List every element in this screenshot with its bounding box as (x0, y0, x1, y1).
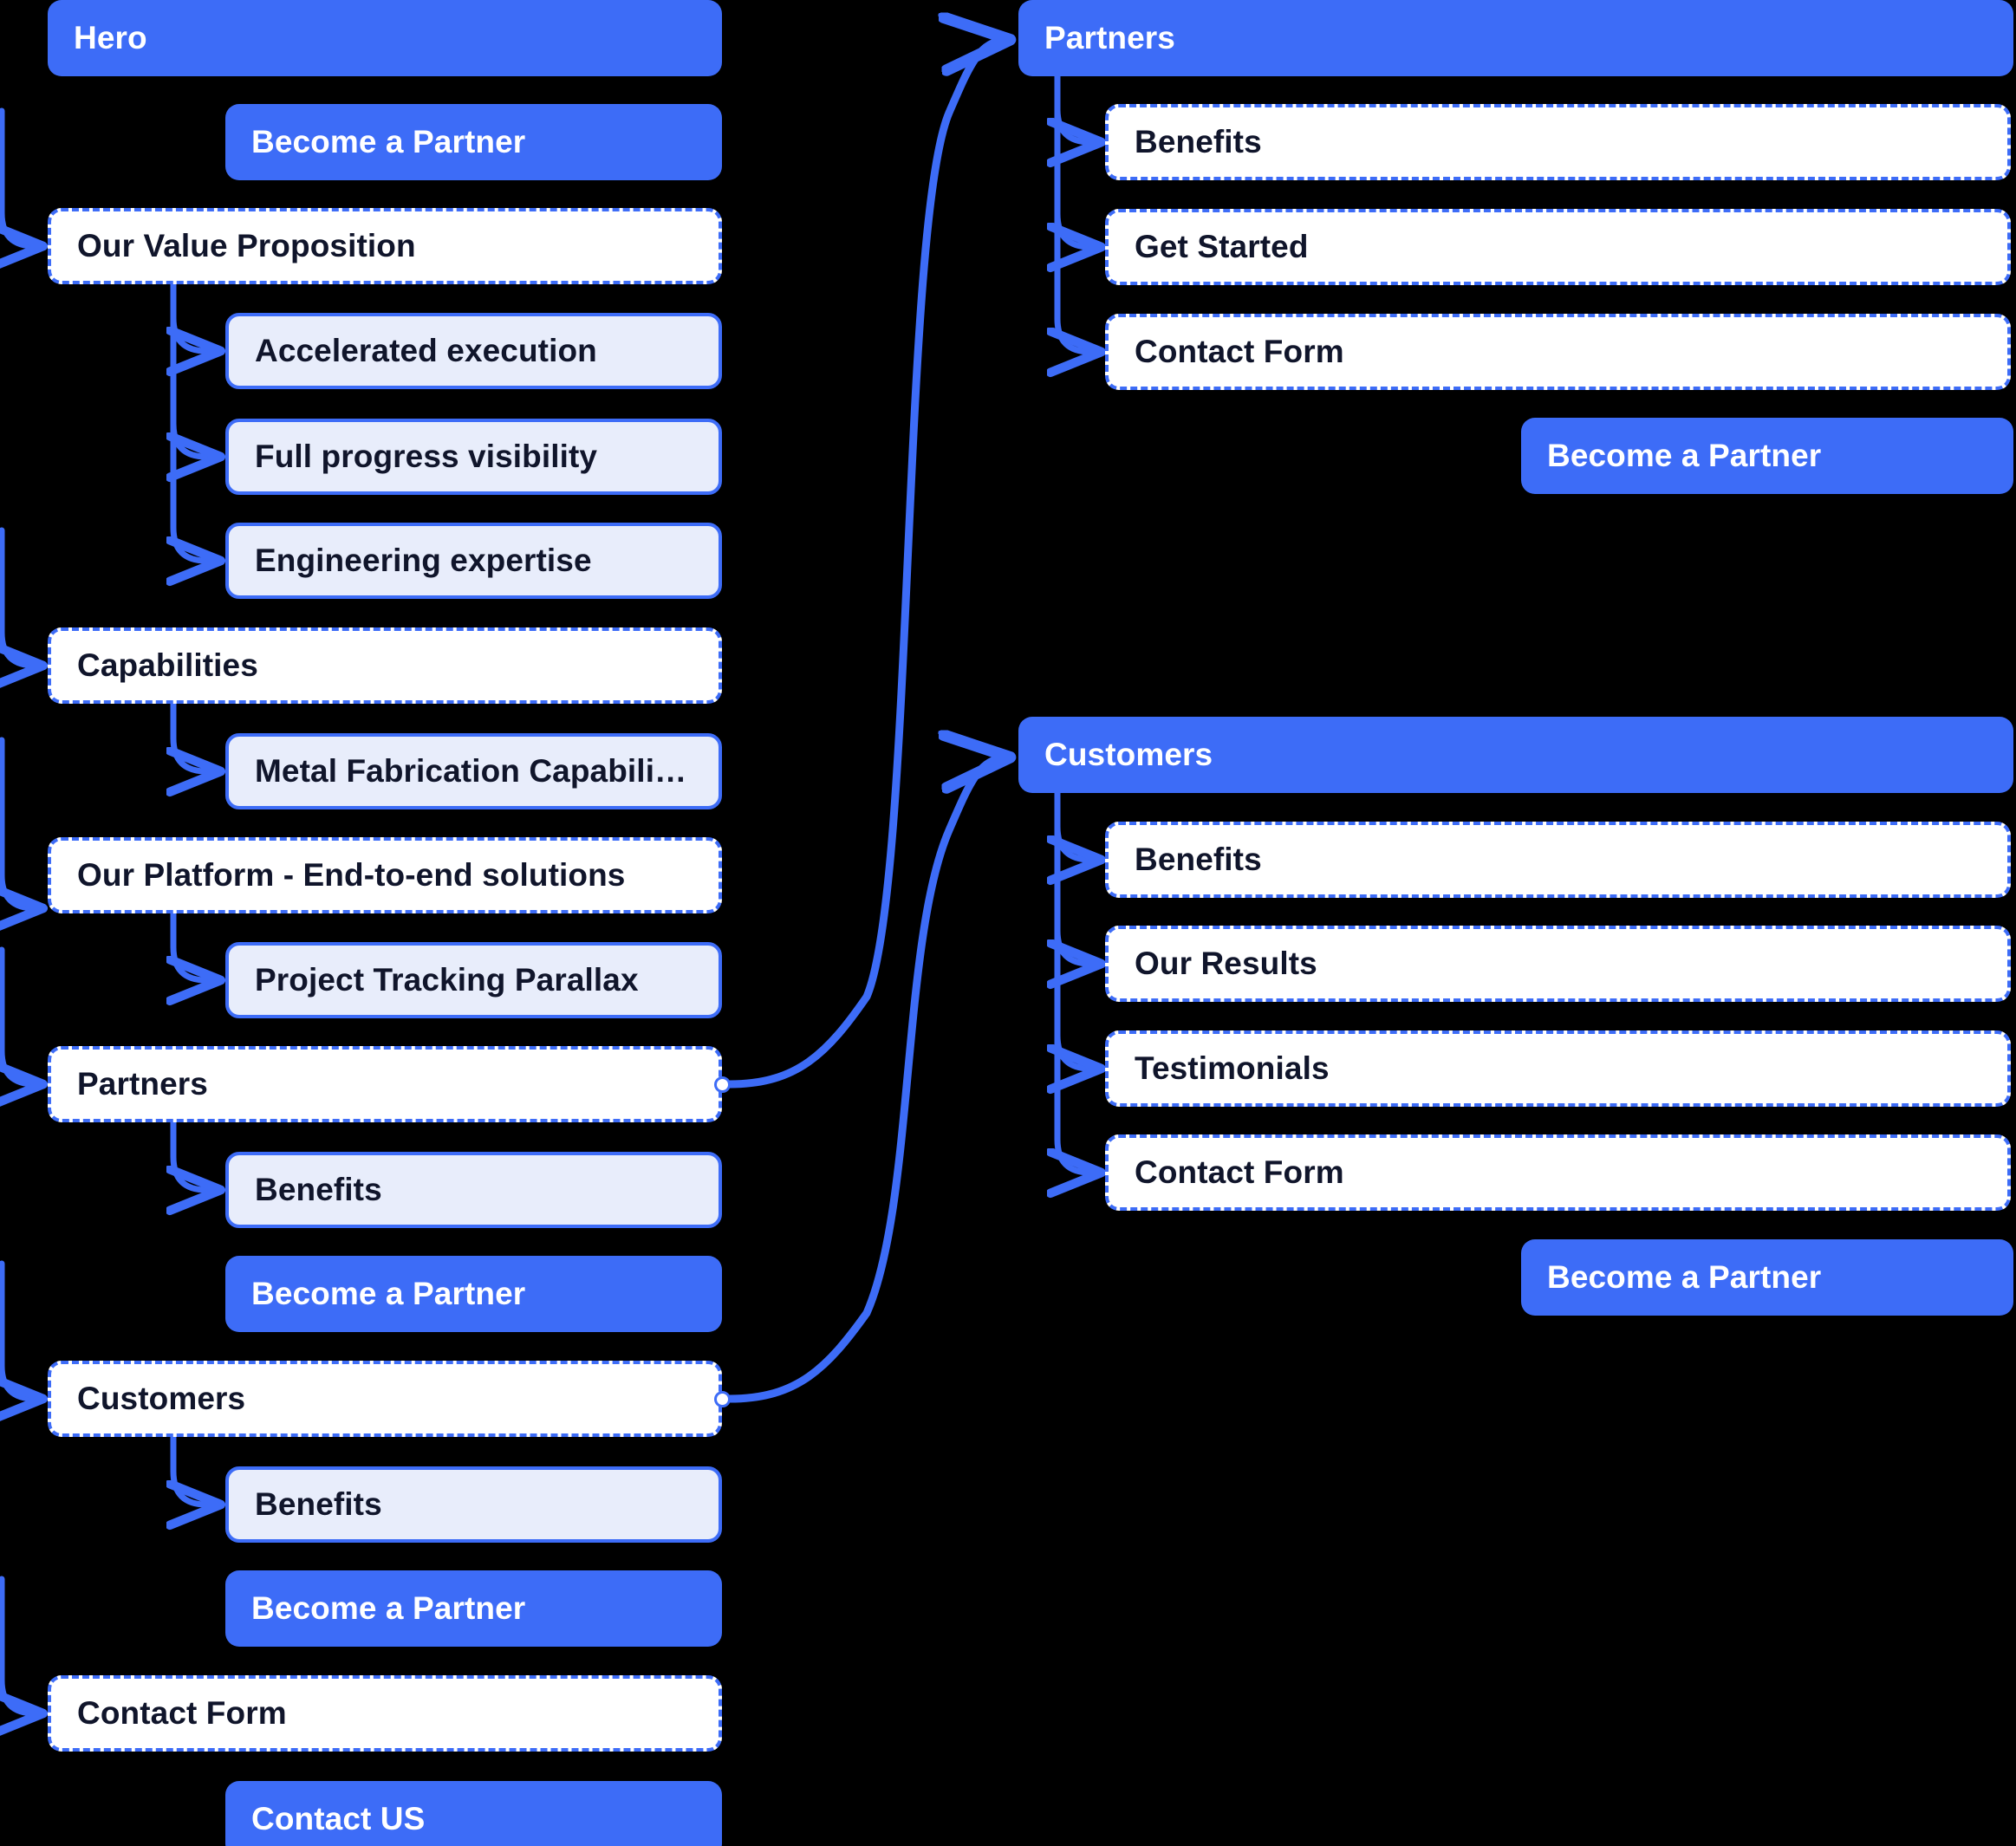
node-label: Become a Partner (251, 124, 526, 159)
node-partners-get-started[interactable]: Get Started (1105, 209, 2011, 285)
edges-cross-column (725, 40, 1007, 1403)
node-partners-left[interactable]: Partners (48, 1046, 722, 1122)
node-label: Testimonials (1135, 1050, 1330, 1086)
node-customers-contact-form[interactable]: Contact Form (1105, 1134, 2011, 1211)
node-label: Accelerated execution (255, 333, 597, 368)
node-customers-left[interactable]: Customers (48, 1361, 722, 1437)
connection-port-customers[interactable] (714, 1391, 731, 1407)
node-partners-contact-form[interactable]: Contact Form (1105, 314, 2011, 390)
node-partners-header[interactable]: Partners (1018, 0, 2013, 76)
node-partners-benefits-left[interactable]: Benefits (225, 1152, 722, 1228)
node-label: Metal Fabrication Capabilities (255, 753, 693, 789)
node-hero-become-a-partner-button[interactable]: Become a Partner (225, 104, 722, 180)
node-label: Customers (77, 1381, 246, 1416)
node-hero[interactable]: Hero (48, 0, 722, 76)
node-engineering-expertise[interactable]: Engineering expertise (225, 523, 722, 599)
node-label: Our Results (1135, 946, 1317, 981)
node-label: Partners (77, 1066, 208, 1102)
edges-incoming-left (0, 107, 41, 1713)
node-label: Customers (1044, 737, 1213, 772)
node-label: Become a Partner (251, 1590, 526, 1626)
node-label: Contact Form (77, 1695, 287, 1731)
node-partners-become-a-partner-button[interactable]: Become a Partner (225, 1256, 722, 1332)
node-our-value-proposition[interactable]: Our Value Proposition (48, 208, 722, 284)
node-label: Contact US (251, 1801, 426, 1836)
node-label: Project Tracking Parallax (255, 962, 639, 998)
node-customers-our-results[interactable]: Our Results (1105, 926, 2011, 1002)
node-label: Engineering expertise (255, 543, 592, 578)
node-full-progress-visibility[interactable]: Full progress visibility (225, 419, 722, 495)
node-label: Benefits (255, 1486, 382, 1522)
node-partners-benefits[interactable]: Benefits (1105, 104, 2011, 180)
node-metal-fabrication-capabilities[interactable]: Metal Fabrication Capabilities (225, 733, 722, 809)
node-contact-us-button[interactable]: Contact US (225, 1781, 722, 1846)
node-partners-become-a-partner-button-right[interactable]: Become a Partner (1521, 418, 2013, 494)
node-customers-benefits-left[interactable]: Benefits (225, 1466, 722, 1543)
node-label: Become a Partner (1547, 438, 1822, 473)
node-label: Hero (74, 20, 147, 55)
node-label: Contact Form (1135, 334, 1344, 369)
node-accelerated-execution[interactable]: Accelerated execution (225, 313, 722, 389)
node-customers-become-a-partner-button[interactable]: Become a Partner (225, 1570, 722, 1647)
node-label: Benefits (1135, 124, 1262, 159)
node-label: Benefits (255, 1172, 382, 1207)
node-customers-become-a-partner-button-right[interactable]: Become a Partner (1521, 1239, 2013, 1316)
node-label: Contact Form (1135, 1154, 1344, 1190)
node-label: Get Started (1135, 229, 1309, 264)
node-contact-form-left[interactable]: Contact Form (48, 1675, 722, 1752)
node-label: Capabilities (77, 647, 258, 683)
edges-right-children (1057, 73, 1099, 1173)
node-label: Become a Partner (1547, 1259, 1822, 1295)
node-label: Partners (1044, 20, 1175, 55)
node-label: Full progress visibility (255, 439, 598, 474)
node-our-platform-end-to-end-solutions[interactable]: Our Platform - End-to-end solutions (48, 837, 722, 913)
node-label: Our Platform - End-to-end solutions (77, 857, 626, 893)
node-customers-benefits[interactable]: Benefits (1105, 822, 2011, 898)
node-project-tracking-parallax[interactable]: Project Tracking Parallax (225, 942, 722, 1018)
node-capabilities[interactable]: Capabilities (48, 627, 722, 704)
node-label: Become a Partner (251, 1276, 526, 1311)
node-customers-testimonials[interactable]: Testimonials (1105, 1030, 2011, 1107)
node-customers-header[interactable]: Customers (1018, 717, 2013, 793)
connection-port-partners[interactable] (714, 1076, 731, 1093)
node-label: Our Value Proposition (77, 228, 416, 263)
node-label: Benefits (1135, 842, 1262, 877)
